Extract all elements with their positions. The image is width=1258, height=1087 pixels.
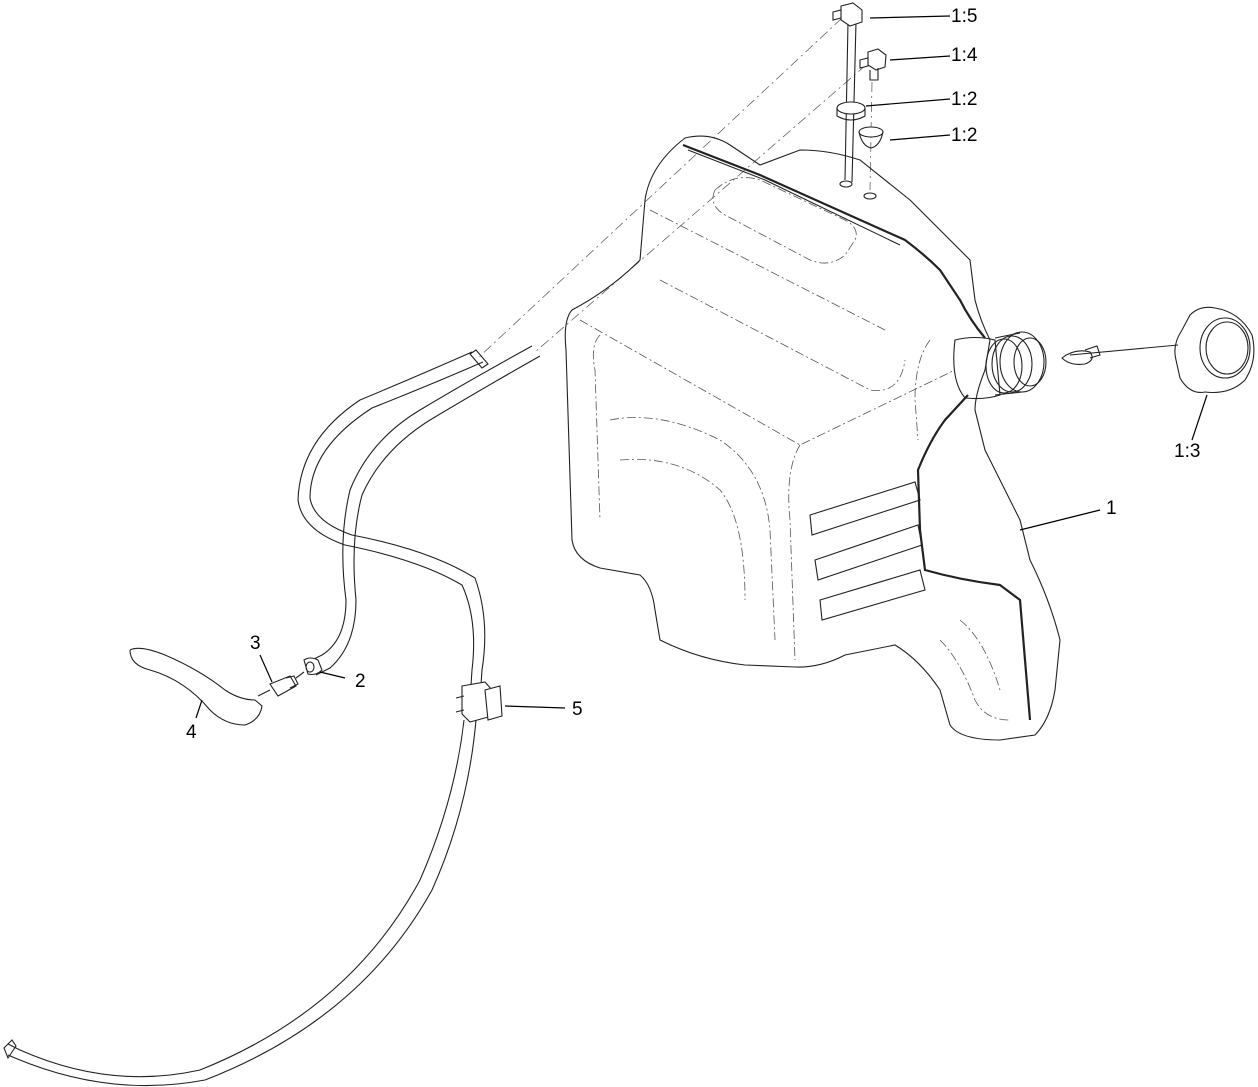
- phantom-assembly-lines: [477, 17, 873, 359]
- callout-1-3: 1:3: [1174, 441, 1201, 462]
- callout-3: 3: [250, 633, 261, 654]
- vent-hose: [3, 345, 541, 1087]
- callout-1: 1: [1106, 498, 1117, 519]
- leader-lines: [195, 15, 1208, 719]
- callout-1-4: 1:4: [951, 45, 978, 66]
- vent-fittings: [832, 2, 887, 183]
- hose-clip: [455, 681, 503, 723]
- fuel-cap: [1061, 306, 1255, 394]
- filler-neck-threads: [985, 331, 1047, 396]
- fuel-tank: [564, 135, 1061, 741]
- small-hose-assembly: [129, 647, 323, 726]
- callout-1-2-upper: 1:2: [951, 89, 978, 110]
- callout-2: 2: [355, 671, 366, 692]
- callout-5: 5: [572, 699, 583, 720]
- callout-1-5: 1:5: [951, 6, 978, 27]
- callout-1-2-lower: 1:2: [951, 125, 978, 146]
- callout-4: 4: [186, 722, 197, 743]
